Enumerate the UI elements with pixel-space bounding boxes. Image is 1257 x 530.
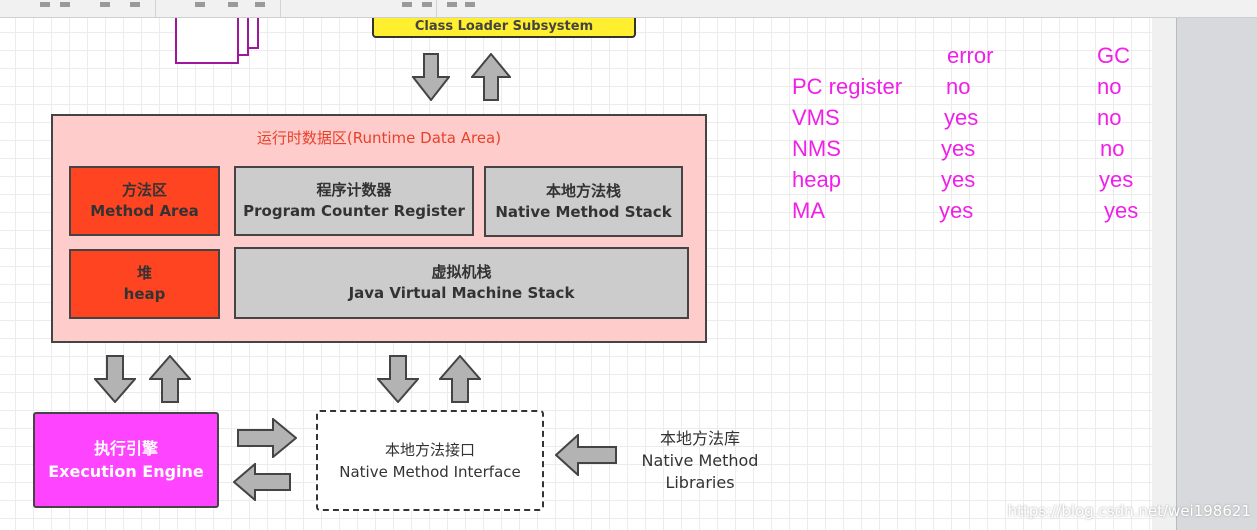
toolbar-icon[interactable] [60, 2, 70, 7]
notes-row-error: no [946, 74, 971, 99]
execution-engine-cn: 执行引擎 [93, 439, 158, 458]
jvm-stack-en: Java Virtual Machine Stack [348, 284, 575, 302]
heap-box[interactable]: 堆 heap [69, 249, 220, 319]
toolbar-icon[interactable] [40, 2, 50, 7]
arrow-right-icon[interactable] [237, 418, 297, 458]
notes-header-error: error [947, 43, 994, 68]
toolbar-divider [155, 0, 156, 17]
method-area-en: Method Area [90, 202, 199, 220]
toolbar-icon[interactable] [402, 2, 412, 7]
toolbar-icon[interactable] [195, 2, 205, 7]
notes-row-gc: no [1097, 74, 1122, 99]
native-interface-en: Native Method Interface [339, 462, 521, 481]
native-method-libraries-label[interactable]: 本地方法库 Native Method Libraries [625, 428, 775, 494]
arrow-left-icon[interactable] [555, 434, 617, 476]
arrow-down-icon[interactable] [412, 53, 450, 101]
jvm-stack-cn: 虚拟机栈 [431, 263, 492, 281]
heap-en: heap [123, 285, 166, 303]
notes-row-name: PC register [792, 74, 903, 99]
toolbar-icon[interactable] [465, 2, 475, 7]
notes-row-name: MA [792, 198, 825, 223]
notes-row-name: VMS [792, 105, 840, 130]
notes-row-error: yes [941, 167, 976, 192]
notes-row-gc: no [1100, 136, 1125, 161]
notes-row-gc: yes [1099, 167, 1134, 192]
native-libraries-en2: Libraries [665, 473, 735, 492]
arrow-up-icon[interactable] [149, 355, 191, 403]
native-stack-cn: 本地方法栈 [545, 181, 621, 200]
native-stack-en: Native Method Stack [495, 202, 672, 221]
notes-row-error: yes [941, 136, 976, 161]
arrow-left-icon[interactable] [233, 463, 291, 501]
pc-register-box[interactable]: 程序计数器 Program Counter Register [234, 166, 474, 236]
method-area-cn: 方法区 [121, 181, 167, 199]
document-stack-shape[interactable] [175, 18, 239, 64]
toolbar-icon[interactable] [447, 2, 457, 7]
notes-header-gc: GC [1097, 43, 1130, 68]
arrow-down-icon[interactable] [377, 355, 419, 403]
native-method-stack-box[interactable]: 本地方法栈 Native Method Stack [484, 166, 683, 237]
notes-row-gc: yes [1104, 198, 1139, 223]
arrow-down-icon[interactable] [94, 355, 136, 403]
notes-row-name: NMS [792, 136, 841, 161]
notes-row-name: heap [792, 167, 841, 192]
toolbar-icon[interactable] [255, 2, 265, 7]
toolbar-divider [280, 0, 281, 17]
arrow-up-icon[interactable] [471, 53, 511, 101]
pc-register-cn: 程序计数器 [316, 181, 392, 199]
toolbar-icon[interactable] [100, 2, 110, 7]
toolbar-icon[interactable] [422, 2, 432, 7]
native-interface-cn: 本地方法接口 [384, 440, 475, 459]
native-libraries-cn: 本地方法库 [659, 429, 740, 448]
notes-row-error: yes [944, 105, 979, 130]
toolbar-icon[interactable] [130, 2, 140, 7]
execution-engine-en: Execution Engine [48, 462, 204, 481]
native-libraries-en1: Native Method [641, 451, 759, 470]
native-method-interface-box[interactable]: 本地方法接口 Native Method Interface [316, 410, 544, 511]
canvas-scroll-gutter[interactable] [1152, 18, 1177, 530]
toolbar-divider [436, 0, 437, 17]
toolbar [0, 0, 1257, 18]
notes-row-gc: no [1097, 105, 1122, 130]
watermark: https://blog.csdn.net/wei198621 [1007, 502, 1251, 520]
jvm-stack-box[interactable]: 虚拟机栈 Java Virtual Machine Stack [234, 247, 689, 319]
arrow-up-icon[interactable] [439, 355, 481, 403]
method-area-box[interactable]: 方法区 Method Area [69, 166, 220, 236]
runtime-data-area-title: 运行时数据区(Runtime Data Area) [256, 129, 502, 147]
class-loader-box[interactable]: Class Loader Subsystem [372, 18, 636, 38]
pc-register-en: Program Counter Register [243, 202, 465, 220]
execution-engine-box[interactable]: 执行引擎 Execution Engine [33, 412, 219, 508]
notes-row-error: yes [939, 198, 974, 223]
class-loader-label: Class Loader Subsystem [414, 19, 594, 34]
toolbar-icon[interactable] [228, 2, 238, 7]
heap-cn: 堆 [136, 264, 152, 282]
